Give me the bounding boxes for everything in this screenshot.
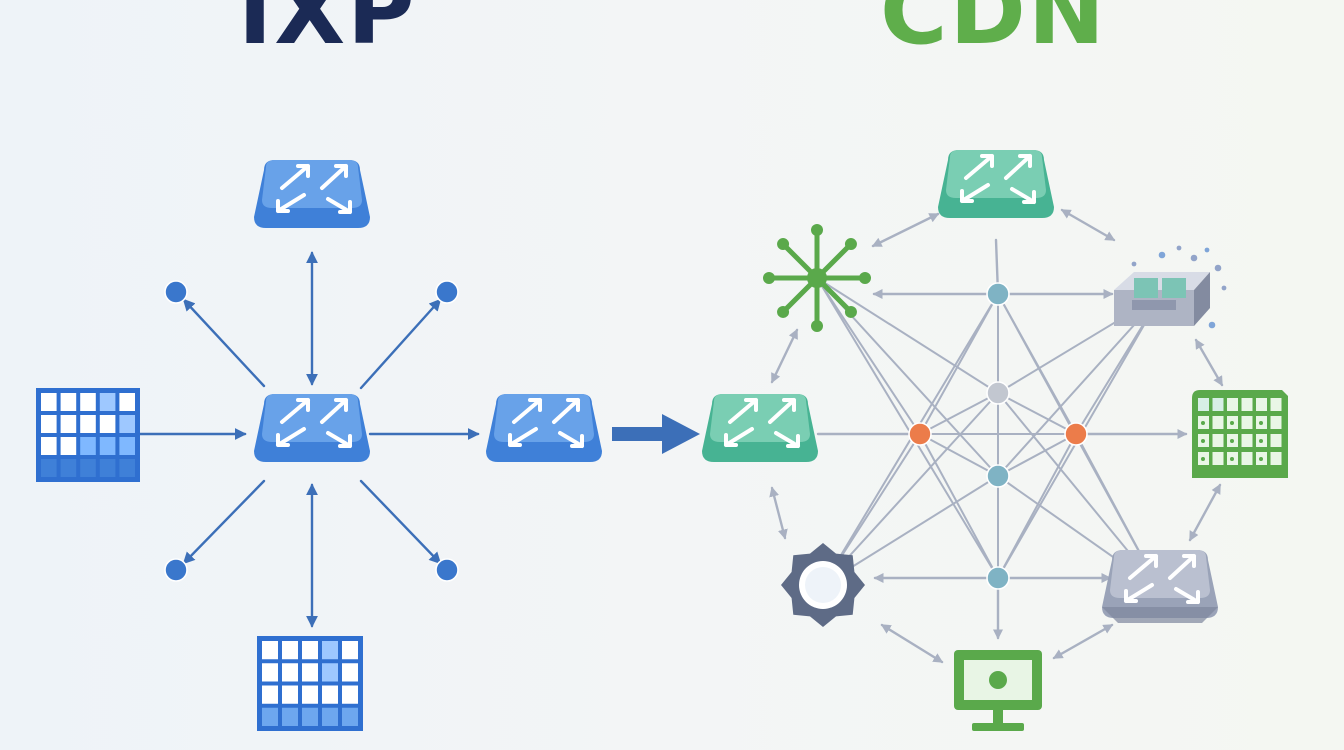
cdn-mesh-c3-c2 [919,392,999,435]
cdn-mesh-c3-c5 [919,433,999,477]
cdn-mesh-hub-c2 [816,277,999,394]
ixp-top-router [254,160,370,228]
cdn-storage-server-icon [1114,245,1227,329]
ixp-line-to-bottom-left-node [182,479,266,565]
cdn-title: CDN [880,0,1107,65]
ixp-node-top-right [435,280,459,304]
ixp-line-to-top-right-node [359,298,442,390]
cdn-edge-gear-left-router [769,486,788,540]
cdn-node-left-orange [908,422,932,446]
cdn-edge-storage-green [1194,338,1224,387]
cdn-gear-icon [781,543,865,627]
ixp-node-bottom-left [164,558,188,582]
ixp-line-to-top-left-node [182,298,266,388]
cdn-edge-hub-top [871,212,940,248]
cdn-node-upper-mid [986,381,1010,405]
migration-arrow-shaft [612,427,664,441]
cdn-monitor-icon [954,650,1042,731]
ixp-bottom-switch-grid-icon [257,636,363,731]
cdn-edge-top-storage [1060,208,1116,242]
ixp-right-router [486,394,602,462]
cdn-starburst-hub-icon [763,224,871,332]
cdn-mesh-hub-c6 [816,277,999,579]
cdn-server-grid-icon [1192,390,1288,478]
cdn-edge-monitor-gear [880,623,944,664]
cdn-left-router [702,394,818,462]
cdn-node-top-center [986,282,1010,306]
ixp-node-bottom-right [435,558,459,582]
cdn-edge-left-router-hub [770,328,799,384]
cdn-mesh-c6-c3 [919,433,999,579]
cdn-node-right-orange [1064,422,1088,446]
migration-arrow-icon [662,414,700,454]
cdn-mesh-c4-c2 [997,392,1077,435]
ixp-node-top-left [164,280,188,304]
ixp-diagram [36,160,602,731]
cdn-edge-gray-router-monitor [1052,623,1114,660]
ixp-title: IXP [238,0,417,65]
cdn-gray-router [1102,550,1218,623]
cdn-mesh-hub-c3 [816,277,921,435]
cdn-node-lower-mid [986,464,1010,488]
cdn-diagram [702,150,1288,731]
cdn-mesh-gear-c2 [822,392,999,586]
ixp-left-switch-grid-icon [36,388,140,482]
ixp-line-to-bottom-right-node [359,479,442,565]
cdn-top-router [938,150,1054,218]
cdn-edge-green-gray-router [1188,483,1222,542]
cdn-node-bottom-center [986,566,1010,590]
cdn-mesh-c4-c5 [997,433,1077,477]
ixp-center-router [254,394,370,462]
